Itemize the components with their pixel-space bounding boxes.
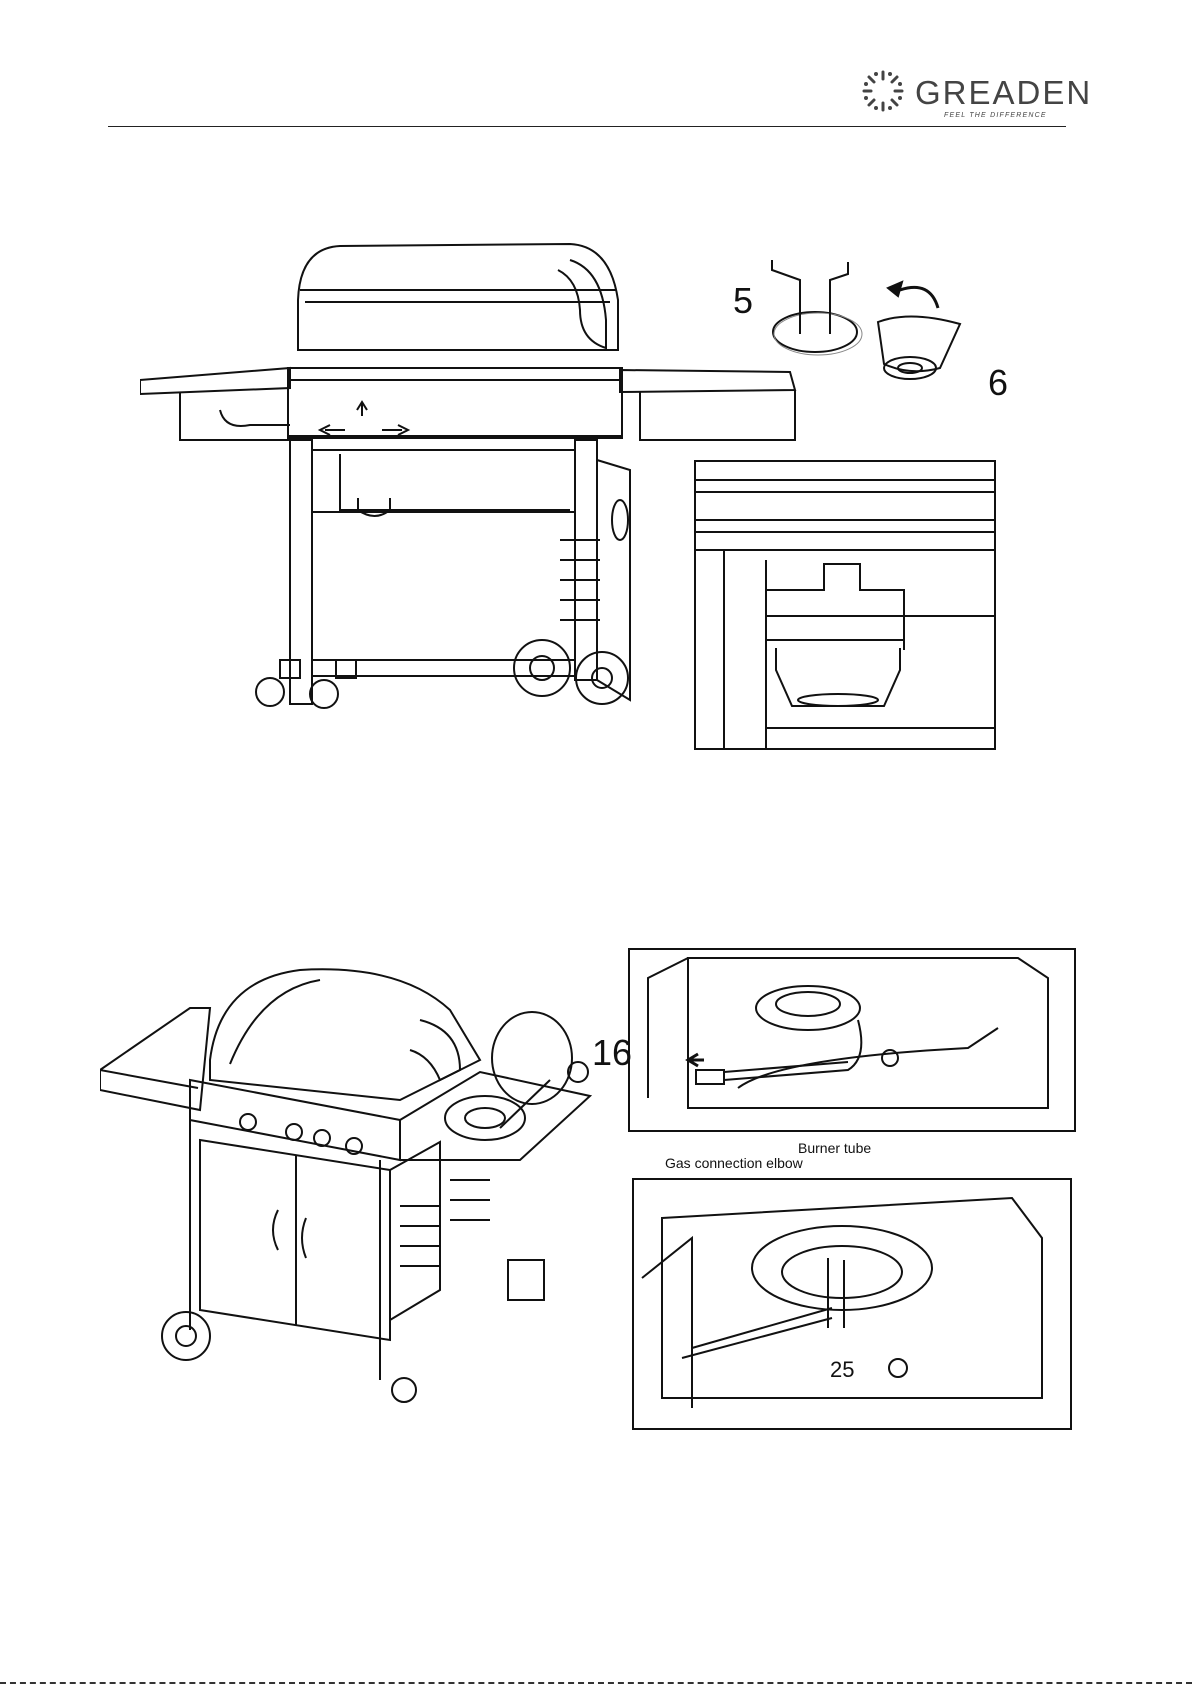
gas-connection-elbow-label: Gas connection elbow [665,1155,803,1171]
part-number-25: 25 [830,1357,854,1383]
burner-screw-detail-illustration [632,1178,1072,1430]
brand-logo: GREADEN FEEL THE DIFFERENCE [860,68,1070,124]
grease-cup-detail-illustration [694,460,996,752]
burner-tube-detail-illustration [628,948,1076,1132]
header-divider [108,126,1066,127]
sun-burst-icon [860,68,906,114]
part-number-16: 16 [592,1032,632,1074]
burner-tube-label: Burner tube [798,1140,871,1156]
grill-front-view-illustration [100,960,640,1480]
part-number-6: 6 [988,362,1008,404]
brand-name: GREADEN [915,74,1092,112]
part-number-5: 5 [733,280,753,322]
brand-tagline: FEEL THE DIFFERENCE [944,112,1047,119]
page-bottom-border [0,1682,1192,1684]
